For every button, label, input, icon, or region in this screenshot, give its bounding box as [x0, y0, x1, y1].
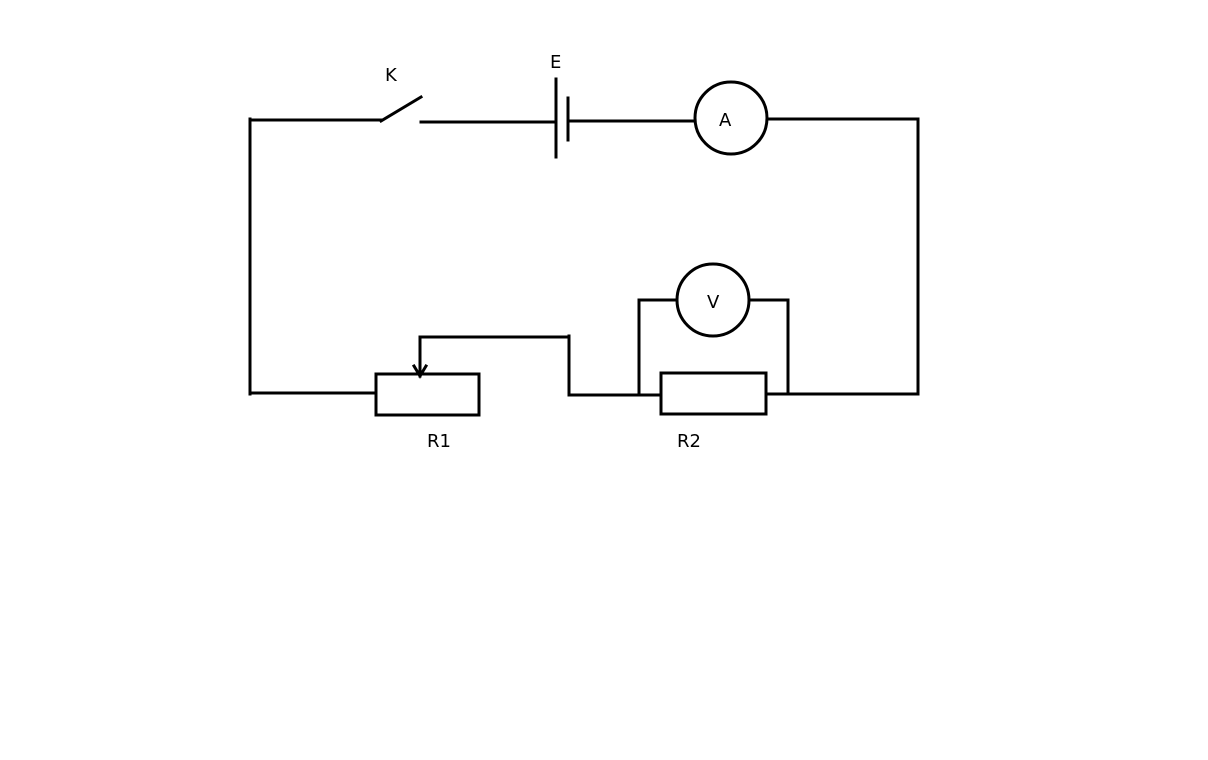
- voltmeter-label: V: [707, 292, 720, 313]
- slider-arrow-head: [411, 363, 429, 379]
- battery-label: E: [550, 52, 561, 73]
- voltmeter-branch: [637, 298, 790, 396]
- voltmeter-circle: [675, 262, 751, 338]
- switch-label: K: [385, 65, 398, 86]
- resistor-r2: [659, 371, 768, 416]
- ammeter-label: A: [719, 110, 732, 131]
- rheostat-r1-label: R1: [427, 431, 451, 452]
- switch-blade: [378, 94, 424, 124]
- slider-arrow-icon: [411, 335, 429, 379]
- rheostat-r1: [374, 372, 481, 417]
- resistor-r2-label: R2: [677, 431, 701, 452]
- battery-e: [554, 77, 570, 159]
- switch-k: [378, 94, 558, 124]
